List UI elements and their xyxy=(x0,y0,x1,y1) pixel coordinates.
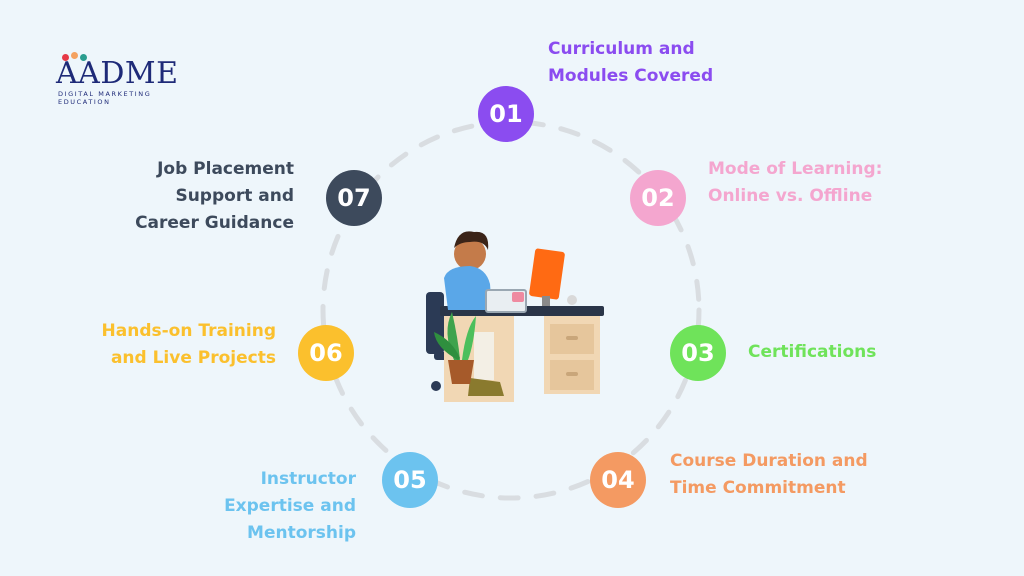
step-label-04-line-1: Course Duration and xyxy=(670,451,868,471)
step-label-01-line-2: Modules Covered xyxy=(548,66,714,86)
step-label-07-line-3: Career Guidance xyxy=(135,213,294,233)
step-label-05: Instructor Expertise and Mentorship xyxy=(196,466,356,547)
step-label-03-line-1: Certifications xyxy=(748,342,877,362)
step-label-03: Certifications xyxy=(748,339,876,366)
step-badge-06: 06 xyxy=(298,325,354,381)
step-badge-05: 05 xyxy=(382,452,438,508)
step-label-02-line-1: Mode of Learning: xyxy=(708,159,883,179)
step-badge-04: 04 xyxy=(590,452,646,508)
person-at-desk-illustration xyxy=(426,231,604,402)
step-label-05-line-1: Instructor xyxy=(260,469,356,489)
step-label-05-line-2: Expertise and xyxy=(224,496,356,516)
step-label-01-line-1: Curriculum and xyxy=(548,39,695,59)
step-label-07-line-2: Support and xyxy=(175,186,294,206)
step-badge-03: 03 xyxy=(670,325,726,381)
step-label-04-line-2: Time Commitment xyxy=(670,478,846,498)
logo-dot-red xyxy=(62,54,69,61)
step-label-05-line-3: Mentorship xyxy=(247,523,356,543)
logo-wordmark: AADME xyxy=(56,56,179,91)
step-label-06: Hands-on Training and Live Projects xyxy=(80,318,276,372)
step-label-06-line-2: and Live Projects xyxy=(110,348,276,368)
logo-tagline: DIGITAL MARKETING EDUCATION xyxy=(58,90,152,106)
aadme-logo: AADME DIGITAL MARKETING EDUCATION xyxy=(56,52,196,106)
step-label-06-line-1: Hands-on Training xyxy=(101,321,276,341)
step-badge-02: 02 xyxy=(630,170,686,226)
step-badge-07: 07 xyxy=(326,170,382,226)
step-label-07-line-1: Job Placement xyxy=(157,159,294,179)
logo-dot-teal xyxy=(80,54,87,61)
step-label-07: Job Placement Support and Career Guidanc… xyxy=(110,156,294,237)
step-label-04: Course Duration and Time Commitment xyxy=(670,448,868,502)
step-label-01: Curriculum and Modules Covered xyxy=(548,36,713,90)
logo-dot-orange xyxy=(71,52,78,59)
step-label-02: Mode of Learning: Online vs. Offline xyxy=(708,156,882,210)
step-label-02-line-2: Online vs. Offline xyxy=(708,186,873,206)
step-badge-01: 01 xyxy=(478,86,534,142)
